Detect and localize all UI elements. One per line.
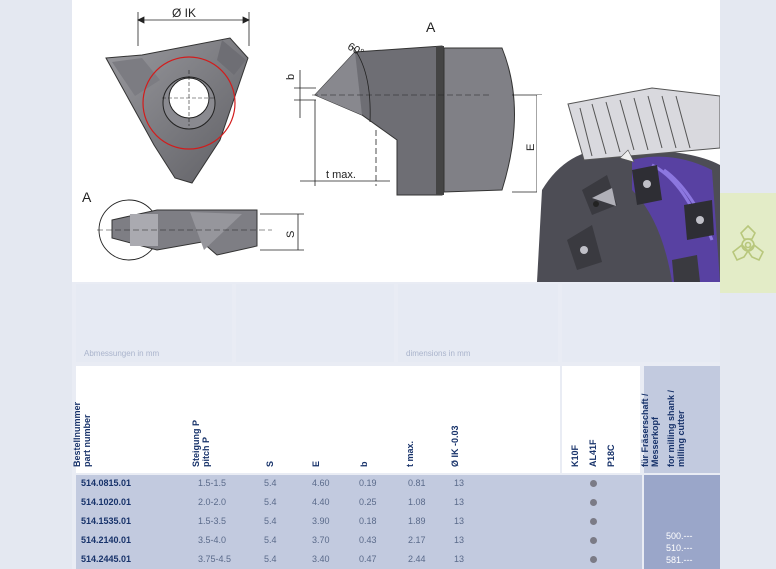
table-header-grades: K10F AL41F P18C bbox=[562, 366, 640, 473]
availability-dot bbox=[590, 518, 597, 525]
table-body-grades bbox=[562, 475, 642, 569]
col-header-shank-en: for milling shank /milling cutter bbox=[666, 389, 686, 467]
cell-s: 5.4 bbox=[264, 554, 277, 564]
technical-drawing: Ø IK A 60° bbox=[72, 0, 721, 282]
cell-tmax: 1.89 bbox=[408, 516, 426, 526]
cell-e: 3.70 bbox=[312, 535, 330, 545]
b-dimension bbox=[294, 70, 316, 118]
dimensions-de-label: Abmessungen in mm bbox=[84, 349, 160, 358]
tmax-dimension bbox=[300, 100, 390, 186]
col-header-ik: Ø IK -0.03 bbox=[450, 425, 460, 467]
s-dimension bbox=[260, 213, 304, 251]
table-header-shank: für Fräserschaft /Messerkopf for milling… bbox=[640, 366, 720, 473]
view-a-left-label: A bbox=[82, 189, 92, 205]
e-label: E bbox=[525, 144, 537, 151]
b-label: b bbox=[285, 74, 297, 80]
cell-b: 0.43 bbox=[359, 535, 377, 545]
col-header-s: S bbox=[265, 460, 275, 467]
ik-dimension bbox=[137, 12, 250, 46]
availability-dot bbox=[590, 537, 597, 544]
col-header-tmax: t max. bbox=[405, 440, 415, 467]
cell-e: 4.60 bbox=[312, 478, 330, 488]
cell-pitch: 3.5-4.0 bbox=[198, 535, 227, 545]
col-header-b: b bbox=[359, 461, 369, 468]
availability-dot bbox=[590, 480, 597, 487]
cell-part: 514.2140.01 bbox=[81, 535, 132, 545]
cell-part: 514.2445.01 bbox=[81, 554, 132, 564]
cell-pitch: 3.75-4.5 bbox=[198, 554, 232, 564]
cell-ik: 13 bbox=[454, 554, 465, 564]
col-header-k10f: K10F bbox=[570, 444, 580, 467]
col-header-al41f: AL41F bbox=[588, 439, 598, 467]
cell-part: 514.0815.01 bbox=[81, 478, 132, 488]
s-label: S bbox=[285, 231, 297, 238]
dim-panel-2 bbox=[236, 284, 394, 362]
cell-ik: 13 bbox=[454, 497, 465, 507]
dimensions-en-label: dimensions in mm bbox=[406, 349, 471, 358]
angle-dimension bbox=[351, 45, 371, 123]
cell-s: 5.4 bbox=[264, 497, 277, 507]
cell-b: 0.25 bbox=[359, 497, 377, 507]
cell-part: 514.1535.01 bbox=[81, 516, 132, 526]
cell-b: 0.18 bbox=[359, 516, 377, 526]
dim-panel-4 bbox=[562, 284, 720, 362]
section-tab[interactable] bbox=[720, 193, 776, 293]
insert-thickness-view bbox=[97, 199, 272, 261]
cell-ik: 13 bbox=[454, 516, 465, 526]
cell-part: 514.1020.01 bbox=[81, 497, 132, 507]
dim-panel-1: Abmessungen in mm bbox=[76, 284, 232, 362]
ik-label: Ø IK bbox=[172, 6, 196, 20]
cell-b: 0.47 bbox=[359, 554, 377, 564]
cell-e: 4.40 bbox=[312, 497, 330, 507]
cell-s: 5.4 bbox=[264, 516, 277, 526]
table-body bbox=[76, 475, 562, 569]
cell-ik: 13 bbox=[454, 535, 465, 545]
cell-pitch: 2.0-2.0 bbox=[198, 497, 227, 507]
col-header-p18c: P18C bbox=[606, 444, 616, 467]
cell-pitch: 1.5-1.5 bbox=[198, 478, 227, 488]
left-margin bbox=[0, 0, 72, 569]
col-header-e: E bbox=[311, 460, 321, 467]
triangular-insert bbox=[105, 37, 249, 184]
cell-s: 5.4 bbox=[264, 478, 277, 488]
cell-tmax: 2.17 bbox=[408, 535, 426, 545]
dim-panel-3: dimensions in mm bbox=[398, 284, 558, 362]
shank-ref-3: 581.--- bbox=[666, 555, 693, 565]
col-header-shank-de: für Fräserschaft /Messerkopf bbox=[640, 393, 660, 467]
shank-ref-2: 510.--- bbox=[666, 543, 693, 553]
cell-b: 0.19 bbox=[359, 478, 377, 488]
cell-tmax: 0.81 bbox=[408, 478, 426, 488]
cell-pitch: 1.5-3.5 bbox=[198, 516, 227, 526]
view-a-top-label: A bbox=[426, 19, 436, 35]
cell-tmax: 2.44 bbox=[408, 554, 426, 564]
cell-s: 5.4 bbox=[264, 535, 277, 545]
cell-ik: 13 bbox=[454, 478, 465, 488]
availability-dot bbox=[590, 499, 597, 506]
side-view-a bbox=[312, 45, 515, 196]
cell-e: 3.90 bbox=[312, 516, 330, 526]
tmax-label: t max. bbox=[326, 169, 356, 181]
table-body-shank bbox=[644, 475, 720, 569]
cell-e: 3.40 bbox=[312, 554, 330, 564]
insert-tab-icon bbox=[731, 224, 765, 262]
milling-cutter-photo bbox=[537, 87, 721, 282]
cell-tmax: 1.08 bbox=[408, 497, 426, 507]
shank-ref-1: 500.--- bbox=[666, 531, 693, 541]
availability-dot bbox=[590, 556, 597, 563]
